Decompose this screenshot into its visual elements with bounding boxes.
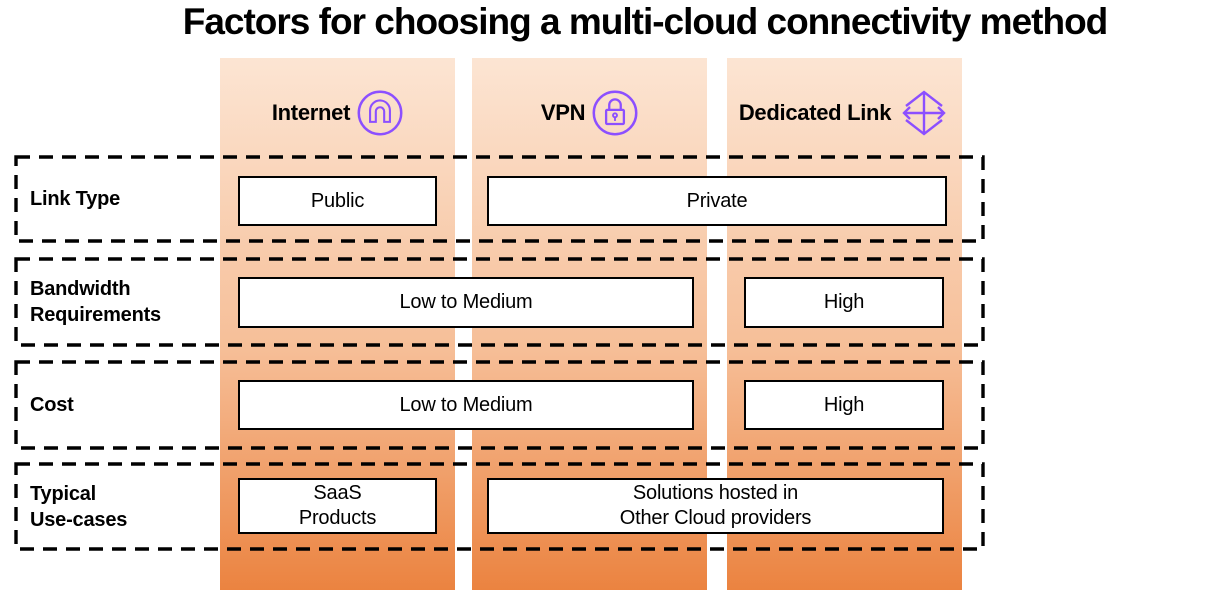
cell-bandwidth-high: High xyxy=(744,277,944,328)
cell-link-type-public: Public xyxy=(238,176,437,226)
internet-gateway-icon xyxy=(357,90,403,136)
column-label-internet: Internet xyxy=(271,100,351,125)
vpn-lock-icon xyxy=(592,90,638,136)
column-header-dedicated-link: Dedicated Link xyxy=(727,84,962,142)
row-frame-use-cases xyxy=(14,462,985,551)
row-label-typical-use-cases: Typical Use-cases xyxy=(30,482,128,531)
cell-link-type-private: Private xyxy=(487,176,947,226)
row-frame-bandwidth xyxy=(14,257,985,347)
row-label-cost: Cost xyxy=(30,394,74,416)
cell-use-cases-other-clouds: Solutions hosted in Other Cloud provider… xyxy=(487,478,944,534)
column-header-vpn: VPN xyxy=(472,84,707,142)
row-frame-link-type xyxy=(14,155,985,243)
page-title: Factors for choosing a multi-cloud conne… xyxy=(182,1,1109,42)
cell-cost-low-to-medium: Low to Medium xyxy=(238,380,694,430)
cell-cost-high: High xyxy=(744,380,944,430)
column-label-vpn: VPN xyxy=(540,100,586,125)
column-label-dedicated-link: Dedicated Link xyxy=(738,100,892,125)
column-header-internet: Internet xyxy=(220,84,455,142)
row-label-link-type: Link Type xyxy=(30,188,121,210)
cell-bandwidth-low-to-medium: Low to Medium xyxy=(238,277,694,328)
cell-use-cases-saas-products: SaaS Products xyxy=(238,478,437,534)
row-label-bandwidth-requirements: Bandwidth Requirements xyxy=(30,278,161,326)
row-frame-cost xyxy=(14,360,985,450)
dedicated-link-arrows-icon xyxy=(902,90,946,136)
